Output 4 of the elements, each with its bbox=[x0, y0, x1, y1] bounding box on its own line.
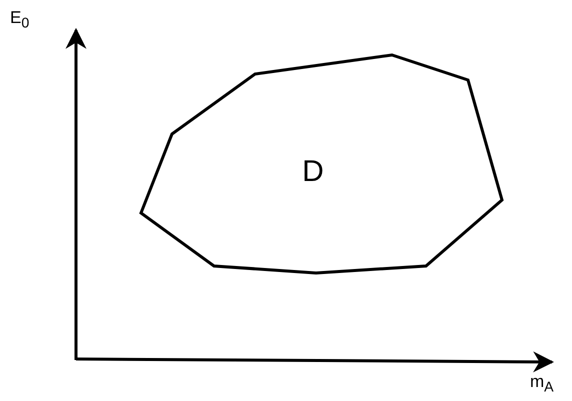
y-axis-label: E$_{0}$ bbox=[10, 8, 30, 32]
region-outline bbox=[139, 53, 504, 274]
x-axis-label: m$_{A}$ bbox=[530, 372, 554, 396]
region-label: D bbox=[302, 155, 324, 189]
